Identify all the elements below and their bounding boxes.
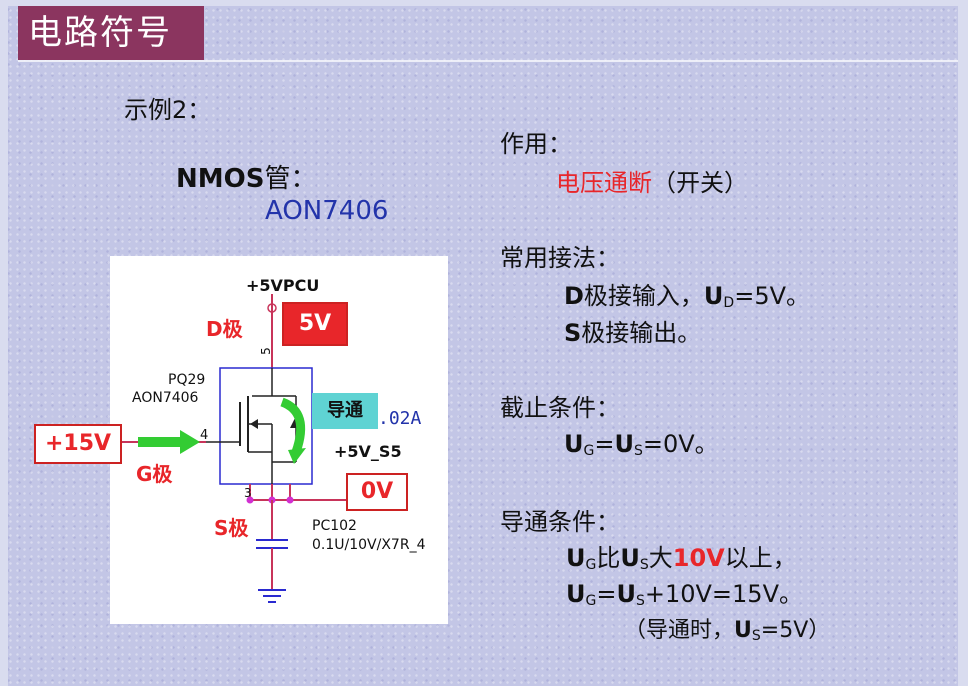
vcc-node: [267, 303, 277, 313]
drain-voltage-box: 5V: [282, 302, 348, 346]
frame-left: [0, 0, 8, 686]
conduct-line-2: UG=US+10V=15V。: [566, 574, 803, 609]
conduct-mid: 比: [596, 544, 621, 572]
pin4-label: 4: [200, 428, 209, 443]
cutoff-sub-s: S: [633, 443, 643, 459]
pin3-label: 3: [244, 486, 252, 500]
usage-sub-d: D: [723, 295, 735, 311]
frame-top: [0, 0, 968, 6]
conduct-end: 以上，: [724, 544, 797, 572]
conduct-l3-open: （导通时，: [624, 618, 735, 643]
mosfet-ref-part: AON7406: [132, 390, 199, 406]
schematic-drawing: [120, 294, 346, 603]
conduct-l3-u: U: [734, 618, 752, 643]
mosfet-ref: PQ29: [168, 372, 206, 388]
conduct-l2-sub-s: S: [635, 593, 645, 609]
s-pin-label: S极: [214, 516, 249, 540]
usage-line1-val: =5V。: [734, 282, 810, 310]
conduct-l2-sub-g: G: [585, 593, 597, 609]
conduct-heading: 导通条件：: [500, 508, 620, 536]
conduct-line-3: （导通时，US=5V）: [624, 612, 830, 644]
usage-line2-text: 极接输出。: [581, 319, 702, 347]
conduct-line-1: UG比US大10V以上，: [566, 538, 797, 573]
conduct-l2-u1: U: [566, 580, 586, 608]
conduct-tag: 导通: [312, 393, 378, 429]
usage-pin-s: S: [564, 319, 582, 347]
conduct-l2-u2: U: [616, 580, 636, 608]
gate-arrow-shaft: [138, 437, 180, 447]
usage-line-2: S极接输出。: [564, 313, 701, 348]
cutoff-sub-g: G: [583, 443, 595, 459]
current-fragment: .02A: [378, 408, 422, 429]
cap-value: 0.1U/10V/X7R_4: [312, 537, 426, 553]
source-voltage-box: 0V: [346, 473, 408, 511]
conduct-u2: U: [620, 544, 640, 572]
source-net-label: +5V_S5: [334, 442, 402, 461]
conduct-l3-sub-s: S: [751, 628, 761, 644]
usage-heading: 常用接法：: [500, 244, 620, 272]
current-flow-arrow: [280, 397, 306, 454]
g-pin-label: G极: [136, 462, 173, 486]
conduct-u1: U: [566, 544, 586, 572]
conduct-l2-val: +10V=15V。: [644, 580, 803, 608]
cutoff-heading: 截止条件：: [500, 394, 620, 422]
function-line: 电压通断（开关）: [556, 163, 748, 198]
function-heading: 作用：: [500, 130, 572, 158]
conduct-big: 大: [648, 544, 673, 572]
conduct-sub-s: S: [639, 557, 649, 573]
example-colon: ：: [187, 96, 212, 124]
example-heading: 示例2：: [124, 90, 211, 125]
current-flow-arrowhead: [288, 448, 306, 464]
title-divider: [18, 60, 958, 62]
d-pin-label: D极: [206, 317, 243, 341]
mosfet-arrow: [250, 419, 258, 429]
schematic-panel: [110, 256, 448, 624]
pin-dot: [246, 496, 254, 504]
nmos-suffix: 管：: [264, 164, 317, 194]
cutoff-line: UG=US=0V。: [564, 424, 719, 459]
conduct-volt: 10V: [672, 544, 725, 572]
usage-line-1: D极接输入，UD=5V。: [564, 276, 810, 311]
nmos-heading: NMOS管：: [176, 158, 316, 195]
conduct-sub-g: G: [585, 557, 597, 573]
cutoff-u2: U: [614, 430, 634, 458]
frame-right: [958, 0, 968, 686]
cutoff-u1: U: [564, 430, 584, 458]
conduct-l3-val: =5V）: [760, 618, 831, 643]
usage-line1-text: 极接输入，: [583, 282, 704, 310]
cutoff-val: =0V。: [642, 430, 719, 458]
usage-u: U: [703, 282, 724, 310]
gate-voltage-box: +15V: [34, 424, 122, 464]
part-number: AON7406: [265, 196, 389, 226]
cap-ref: PC102: [312, 518, 357, 534]
example-label: 示例2: [124, 96, 188, 124]
gate-arrow-head: [180, 430, 200, 454]
pin-dot: [286, 496, 294, 504]
conduct-l2-eq: =: [596, 580, 617, 608]
vcc-label: +5VPCU: [246, 276, 320, 295]
nmos-title: NMOS: [176, 164, 265, 194]
function-value: 电压通断: [556, 169, 652, 197]
slide-title: 电路符号: [18, 6, 204, 60]
usage-pin-d: D: [564, 282, 584, 310]
cutoff-eq: =: [594, 430, 615, 458]
pin5-label: 5: [258, 347, 273, 355]
function-note: （开关）: [652, 169, 748, 197]
